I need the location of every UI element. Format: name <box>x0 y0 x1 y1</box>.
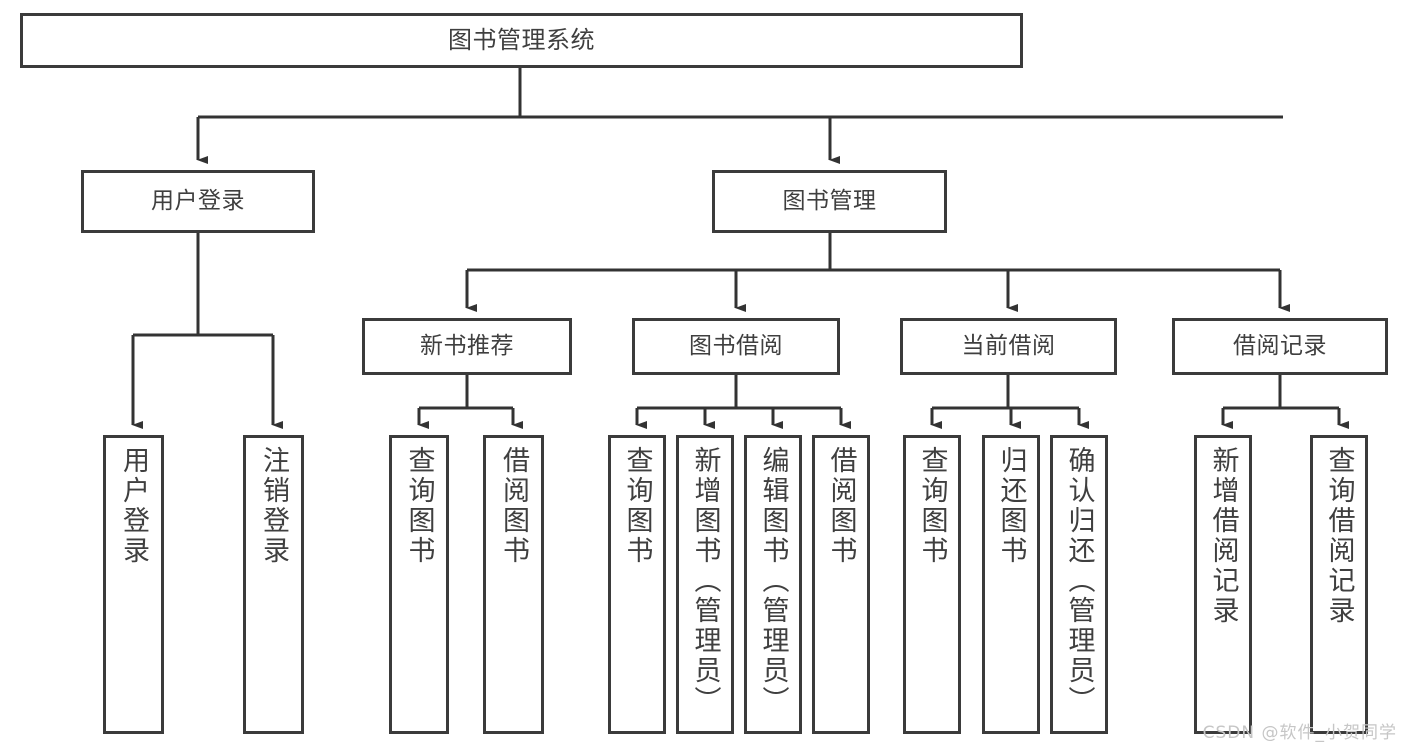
node-user-login-label: 用户登录 <box>151 188 245 215</box>
node-borrow-record[interactable]: 借阅记录 <box>1172 318 1388 375</box>
node-leaf-borrow-book-recommend[interactable]: 借阅图书 <box>483 435 544 734</box>
node-leaf-add-borrow-record[interactable]: 新增借阅记录 <box>1194 435 1252 734</box>
node-leaf-user-login[interactable]: 用户登录 <box>103 435 164 734</box>
node-book-borrow[interactable]: 图书借阅 <box>632 318 840 375</box>
node-leaf-return-book[interactable]: 归还图书 <box>982 435 1040 734</box>
node-book-management[interactable]: 图书管理 <box>712 170 947 233</box>
node-leaf-user-logout-label: 注销登录 <box>258 446 289 566</box>
node-root[interactable]: 图书管理系统 <box>20 13 1023 68</box>
node-user-login[interactable]: 用户登录 <box>81 170 315 233</box>
node-leaf-borrow-book[interactable]: 借阅图书 <box>812 435 870 734</box>
node-current-borrow[interactable]: 当前借阅 <box>900 318 1117 375</box>
node-leaf-add-borrow-record-label: 新增借阅记录 <box>1207 446 1239 626</box>
node-current-borrow-label: 当前借阅 <box>961 333 1056 360</box>
node-leaf-borrow-book-label: 借阅图书 <box>825 446 857 566</box>
node-leaf-add-book-admin[interactable]: 新增图书（管理员） <box>676 435 734 734</box>
node-leaf-user-logout[interactable]: 注销登录 <box>243 435 304 734</box>
node-leaf-query-book-borrow-label: 查询图书 <box>621 446 653 566</box>
node-leaf-return-book-label: 归还图书 <box>995 446 1027 566</box>
node-leaf-query-book-current-label: 查询图书 <box>916 446 948 566</box>
node-leaf-query-borrow-record-label: 查询借阅记录 <box>1323 446 1355 626</box>
node-leaf-confirm-return-admin[interactable]: 确认归还（管理员） <box>1050 435 1108 734</box>
node-leaf-query-book-borrow[interactable]: 查询图书 <box>608 435 666 734</box>
node-book-management-label: 图书管理 <box>782 188 877 215</box>
node-new-book-recommend[interactable]: 新书推荐 <box>362 318 572 375</box>
node-leaf-confirm-return-admin-label: 确认归还（管理员） <box>1063 446 1095 716</box>
node-leaf-query-book-current[interactable]: 查询图书 <box>903 435 961 734</box>
node-leaf-user-login-label: 用户登录 <box>118 446 149 566</box>
node-book-borrow-label: 图书借阅 <box>689 333 783 360</box>
watermark: CSDN @软件_小贺同学 <box>1202 723 1397 743</box>
node-root-label: 图书管理系统 <box>448 25 595 54</box>
node-new-book-recommend-label: 新书推荐 <box>420 333 514 360</box>
node-leaf-edit-book-admin[interactable]: 编辑图书（管理员） <box>744 435 802 734</box>
node-leaf-query-book-recommend-label: 查询图书 <box>403 446 435 566</box>
node-leaf-borrow-book-recommend-label: 借阅图书 <box>498 446 529 566</box>
node-leaf-edit-book-admin-label: 编辑图书（管理员） <box>757 446 789 716</box>
node-leaf-query-borrow-record[interactable]: 查询借阅记录 <box>1310 435 1368 734</box>
node-borrow-record-label: 借阅记录 <box>1233 333 1327 360</box>
node-leaf-query-book-recommend[interactable]: 查询图书 <box>389 435 449 734</box>
node-leaf-add-book-admin-label: 新增图书（管理员） <box>689 446 721 716</box>
